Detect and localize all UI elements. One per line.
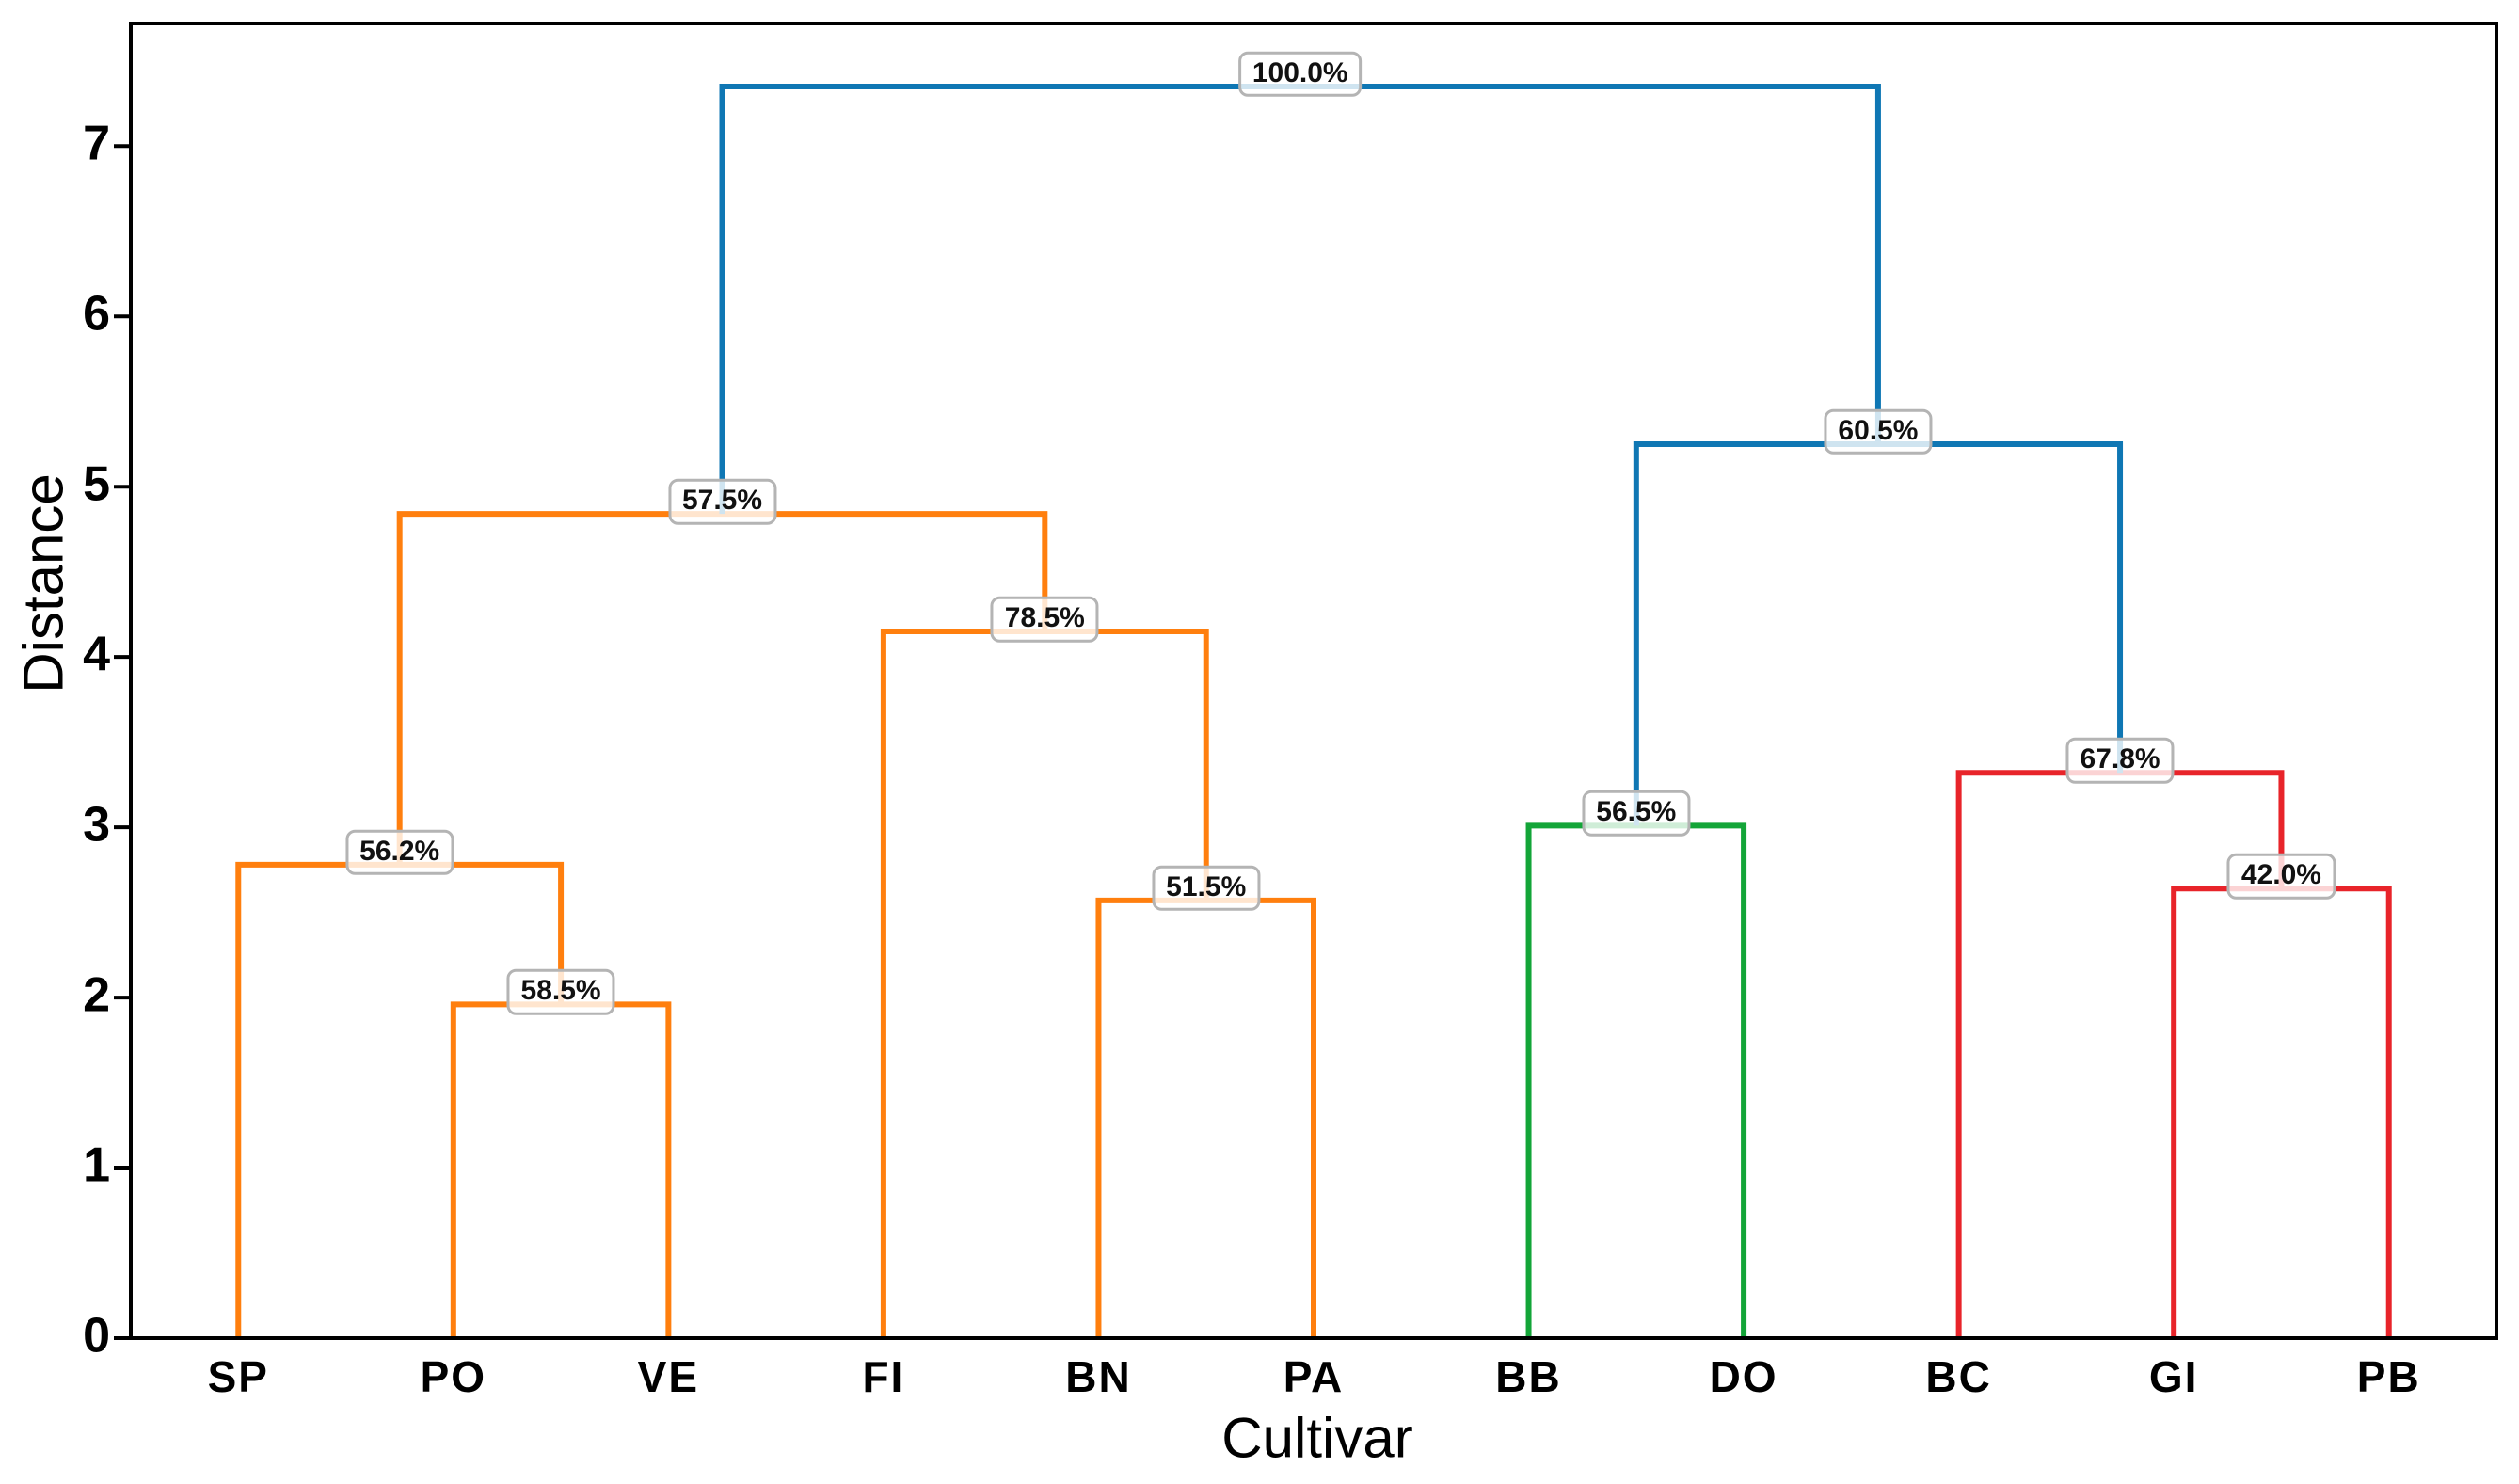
y-axis-title: Distance — [11, 473, 75, 694]
y-tick-label: 4 — [83, 627, 111, 682]
leaf-label-DO: DO — [1709, 1352, 1778, 1401]
leaf-label-SP: SP — [207, 1352, 269, 1401]
leaf-label-BN: BN — [1065, 1352, 1132, 1401]
merge-label: 57.5% — [667, 478, 777, 525]
merge-label: 67.8% — [2065, 737, 2175, 784]
y-tick-label: 0 — [83, 1308, 111, 1364]
y-tick-label: 1 — [83, 1138, 111, 1193]
leaf-label-VE: VE — [637, 1352, 700, 1401]
merge-label: 58.5% — [506, 969, 615, 1015]
leaf-label-PA: PA — [1283, 1352, 1345, 1401]
y-tick-label: 6 — [83, 286, 111, 342]
y-tick-label: 7 — [83, 116, 111, 171]
leaf-label-GI: GI — [2148, 1352, 2199, 1401]
leaf-label-FI: FI — [862, 1352, 905, 1401]
leaf-label-BB: BB — [1495, 1352, 1562, 1401]
leaf-label-PB: PB — [2356, 1352, 2421, 1401]
y-tick-label: 2 — [83, 967, 111, 1023]
merge-label: 100.0% — [1237, 51, 1363, 98]
merge-label: 51.5% — [1152, 865, 1261, 912]
leaf-label-PO: PO — [420, 1352, 487, 1401]
y-tick-label: 3 — [83, 797, 111, 853]
leaf-label-BC: BC — [1925, 1352, 1992, 1401]
y-tick-label: 5 — [83, 456, 111, 512]
merge-label: 56.5% — [1582, 790, 1691, 837]
merge-label: 42.0% — [2226, 854, 2336, 900]
x-axis-title: Cultivar — [1221, 1406, 1413, 1470]
plot-frame — [129, 22, 2498, 1340]
merge-label: 78.5% — [990, 596, 1099, 643]
merge-label: 60.5% — [1824, 408, 1933, 455]
merge-label: 56.2% — [345, 829, 454, 876]
